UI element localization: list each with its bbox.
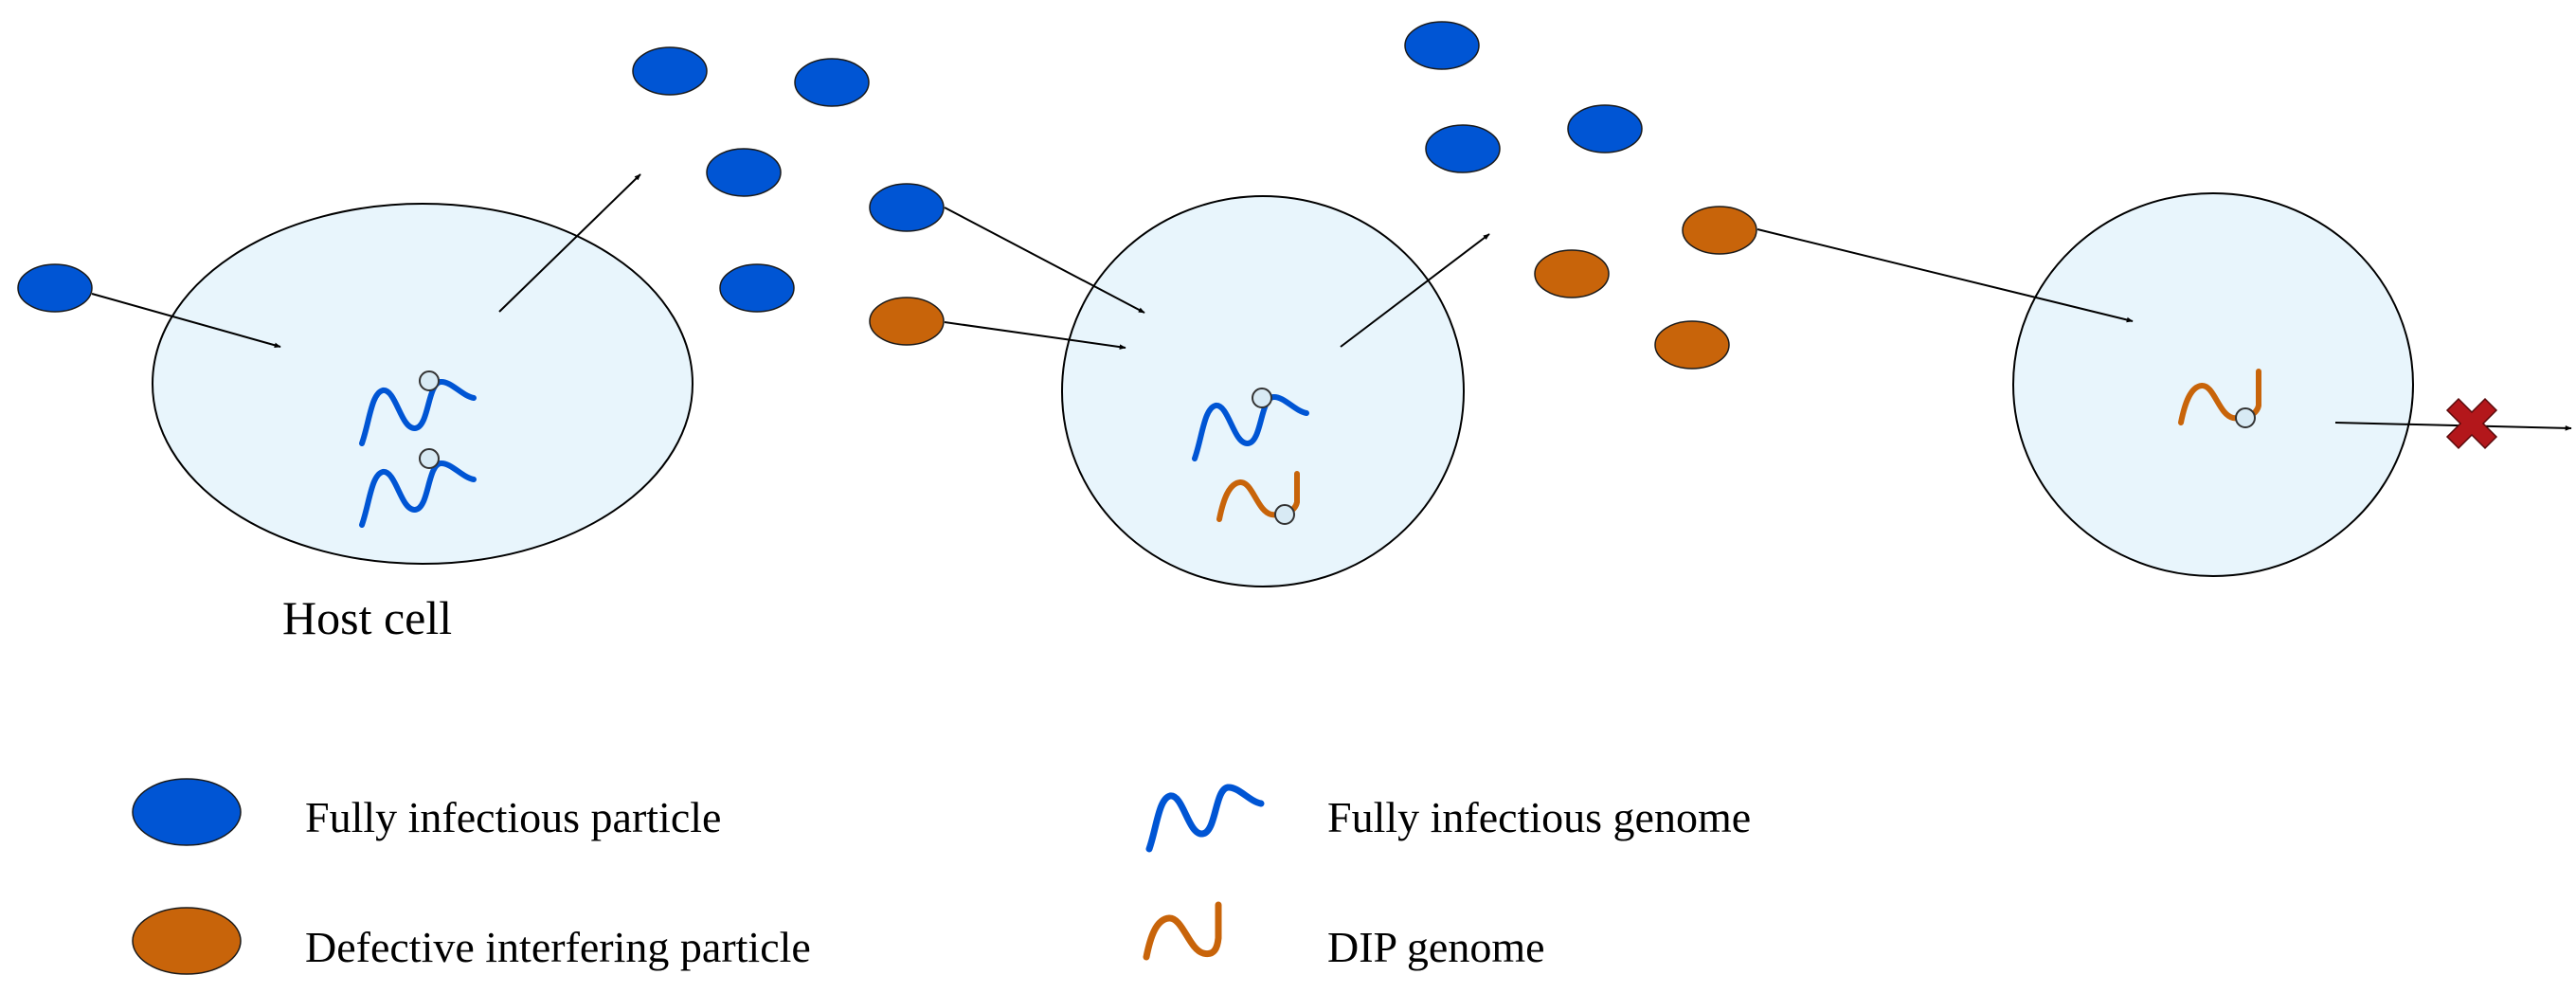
defective-interfering-particle (869, 297, 945, 346)
legend-fully-infectious-genome-label: Fully infectious genome (1327, 793, 1751, 841)
arrow-infect-cell-2-full (944, 207, 1145, 314)
legend-defective-interfering-particle-icon (132, 907, 242, 975)
legend-dip-genome-label: DIP genome (1327, 923, 1545, 971)
fully-infectious-particle (719, 263, 795, 313)
defective-interfering-particle (1534, 249, 1610, 298)
defective-interfering-particle (1682, 206, 1757, 255)
legend-dip-genome-icon (1143, 901, 1222, 961)
fully-infectious-particle (632, 46, 708, 96)
fully-infectious-particle (17, 263, 93, 313)
host-cell-label: Host cell (282, 591, 452, 644)
fully-infectious-genome (359, 370, 477, 446)
defective-interfering-particles (869, 206, 1757, 370)
legend-fully-infectious-particle-icon (132, 778, 242, 846)
legend-fully-infectious-particle-label: Fully infectious particle (305, 793, 721, 841)
host-cell-3 (2012, 192, 2414, 577)
fully-infectious-genome (359, 448, 477, 528)
legend: Fully infectious particle Defective inte… (132, 778, 1751, 975)
dip-genome (2178, 369, 2261, 428)
red-x-icon (2445, 397, 2498, 450)
dip-genome (1216, 471, 1300, 525)
fully-infectious-particle (794, 58, 870, 107)
arrow-infect-cell-1 (91, 293, 281, 348)
fully-infectious-particle (1404, 21, 1480, 70)
fully-infectious-genome (1192, 388, 1309, 461)
fully-infectious-particle (1425, 124, 1501, 173)
arrow-release-cell-1 (498, 173, 641, 313)
fully-infectious-particles (17, 21, 1643, 313)
fully-infectious-particle (1567, 104, 1643, 153)
arrow-infect-cell-2-dip (944, 321, 1126, 350)
fully-infectious-particle (706, 148, 782, 197)
fully-infectious-particle (869, 183, 945, 232)
legend-fully-infectious-genome-icon (1145, 784, 1265, 853)
arrow-blocked-release (2334, 422, 2572, 431)
arrow-infect-cell-3-dip (1756, 228, 2134, 323)
defective-interfering-particle (1654, 320, 1730, 370)
arrow-release-cell-2 (1340, 233, 1490, 348)
legend-defective-interfering-particle-label: Defective interfering particle (305, 923, 811, 971)
